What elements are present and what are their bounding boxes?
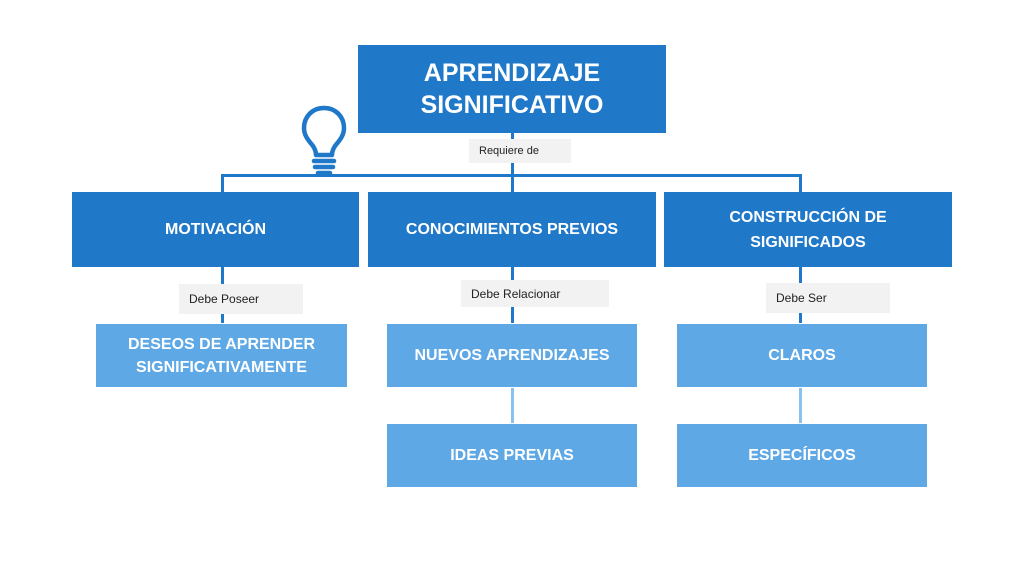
node-claros-line1: CLAROS	[768, 347, 836, 364]
root-node: APRENDIZAJE SIGNIFICATIVO	[358, 45, 666, 133]
branch-drop-conocimientos	[511, 174, 514, 194]
node-construccion-line1: CONSTRUCCIÓN DE	[729, 208, 887, 226]
sub-connector-construccion	[799, 387, 802, 424]
node-construccion-line2: SIGNIFICADOS	[750, 233, 866, 251]
node-nuevos-aprendizajes: NUEVOS APRENDIZAJES	[386, 323, 638, 388]
node-deseos-de-aprender: DESEOS DE APRENDER SIGNIFICATIVAMENTE	[95, 323, 348, 388]
link-label-debe-relacionar: Debe Relacionar	[461, 280, 609, 307]
node-claros: CLAROS	[676, 323, 928, 388]
node-ideas-previas: IDEAS PREVIAS	[386, 423, 638, 488]
root-title-line2: SIGNIFICATIVO	[420, 91, 604, 119]
root-title-line1: APRENDIZAJE	[423, 59, 601, 87]
node-deseos-line2: SIGNIFICATIVAMENTE	[136, 358, 307, 376]
node-nuevos-line1: NUEVOS APRENDIZAJES	[414, 347, 610, 364]
lightbulb-icon	[301, 105, 347, 176]
node-conocimientos-previos: CONOCIMIENTOS PREVIOS	[368, 192, 656, 267]
node-motivacion-line1: MOTIVACIÓN	[164, 221, 267, 238]
node-especificos: ESPECÍFICOS	[676, 423, 928, 488]
sub-connector-conocimientos	[511, 387, 514, 424]
branch-drop-motivacion	[221, 174, 224, 194]
link-label-debe-ser: Debe Ser	[766, 283, 890, 313]
node-conocimientos-line1: CONOCIMIENTOS PREVIOS	[405, 221, 619, 238]
node-deseos-line1: DESEOS DE APRENDER	[128, 335, 315, 353]
root-link-label: Requiere de	[469, 139, 571, 163]
node-especificos-line1: ESPECÍFICOS	[748, 447, 856, 464]
node-ideas-line1: IDEAS PREVIAS	[450, 447, 574, 464]
link-label-debe-poseer: Debe Poseer	[179, 284, 303, 314]
node-motivacion: MOTIVACIÓN	[72, 192, 359, 267]
branch-drop-construccion	[799, 174, 802, 194]
node-construccion-significados: CONSTRUCCIÓN DE SIGNIFICADOS	[664, 192, 952, 267]
